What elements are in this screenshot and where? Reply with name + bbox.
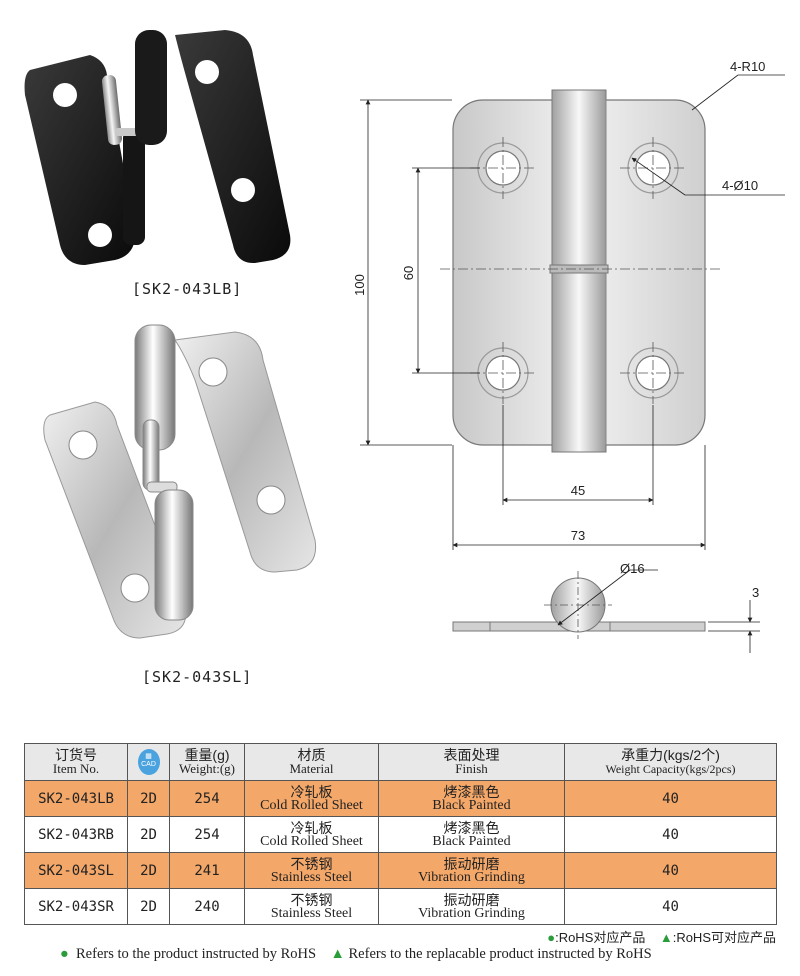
cell-cad: 2D [127,888,170,925]
rohs-dot-icon: ● [547,930,556,945]
cell-weight: 240 [169,888,245,925]
cell-item: SK2-043SL [24,852,128,889]
stainless-hinge-image [43,324,317,639]
header-capacity: 承重力(kgs/2个)Weight Capacity(kgs/2pcs) [564,743,777,781]
dim-hole-spacing-v: 60 [401,266,416,280]
cell-capacity: 40 [564,780,777,817]
cell-weight: 254 [169,780,245,817]
header-cad: ▦CAD [127,743,170,781]
dim-height: 100 [352,274,367,296]
cell-capacity: 40 [564,816,777,853]
cell-capacity: 40 [564,888,777,925]
dim-width: 73 [571,528,585,543]
cell-cad: 2D [127,780,170,817]
dim-hole-spacing-h: 45 [571,483,585,498]
header-weight: 重量(g)Weight:(g) [169,743,245,781]
cell-weight: 241 [169,852,245,889]
cad-icon: ▦CAD [137,749,160,775]
cell-weight: 254 [169,816,245,853]
rohs-legend-en: ● Refers to the product instructed by Ro… [60,946,652,962]
dim-pin-diameter: Ø16 [620,561,645,576]
stainless-hinge-label: [SK2-043SL] [142,668,253,686]
cell-cad: 2D [127,816,170,853]
cell-item: SK2-043RB [24,816,128,853]
dim-radius: 4-R10 [730,59,765,74]
dim-hole-diameter: 4-Ø10 [722,178,758,193]
rohs-triangle-icon: ▲ [330,946,345,962]
black-hinge-label: [SK2-043LB] [132,280,243,298]
dim-thickness: 3 [752,585,759,600]
cell-capacity: 40 [564,852,777,889]
cell-item: SK2-043SR [24,888,128,925]
technical-drawing: 4-R10 4-Ø10 100 60 45 73 Ø16 3 [352,59,785,653]
rohs-legend-cn: ●:RoHS对应产品 ▲:RoHS可对应产品 [547,930,776,945]
rohs-dot-icon: ● [60,946,69,962]
cell-item: SK2-043LB [24,780,128,817]
rohs-triangle-icon: ▲ [659,930,673,945]
cell-cad: 2D [127,852,170,889]
side-view: Ø16 3 [452,561,760,653]
black-hinge-image [24,30,291,265]
